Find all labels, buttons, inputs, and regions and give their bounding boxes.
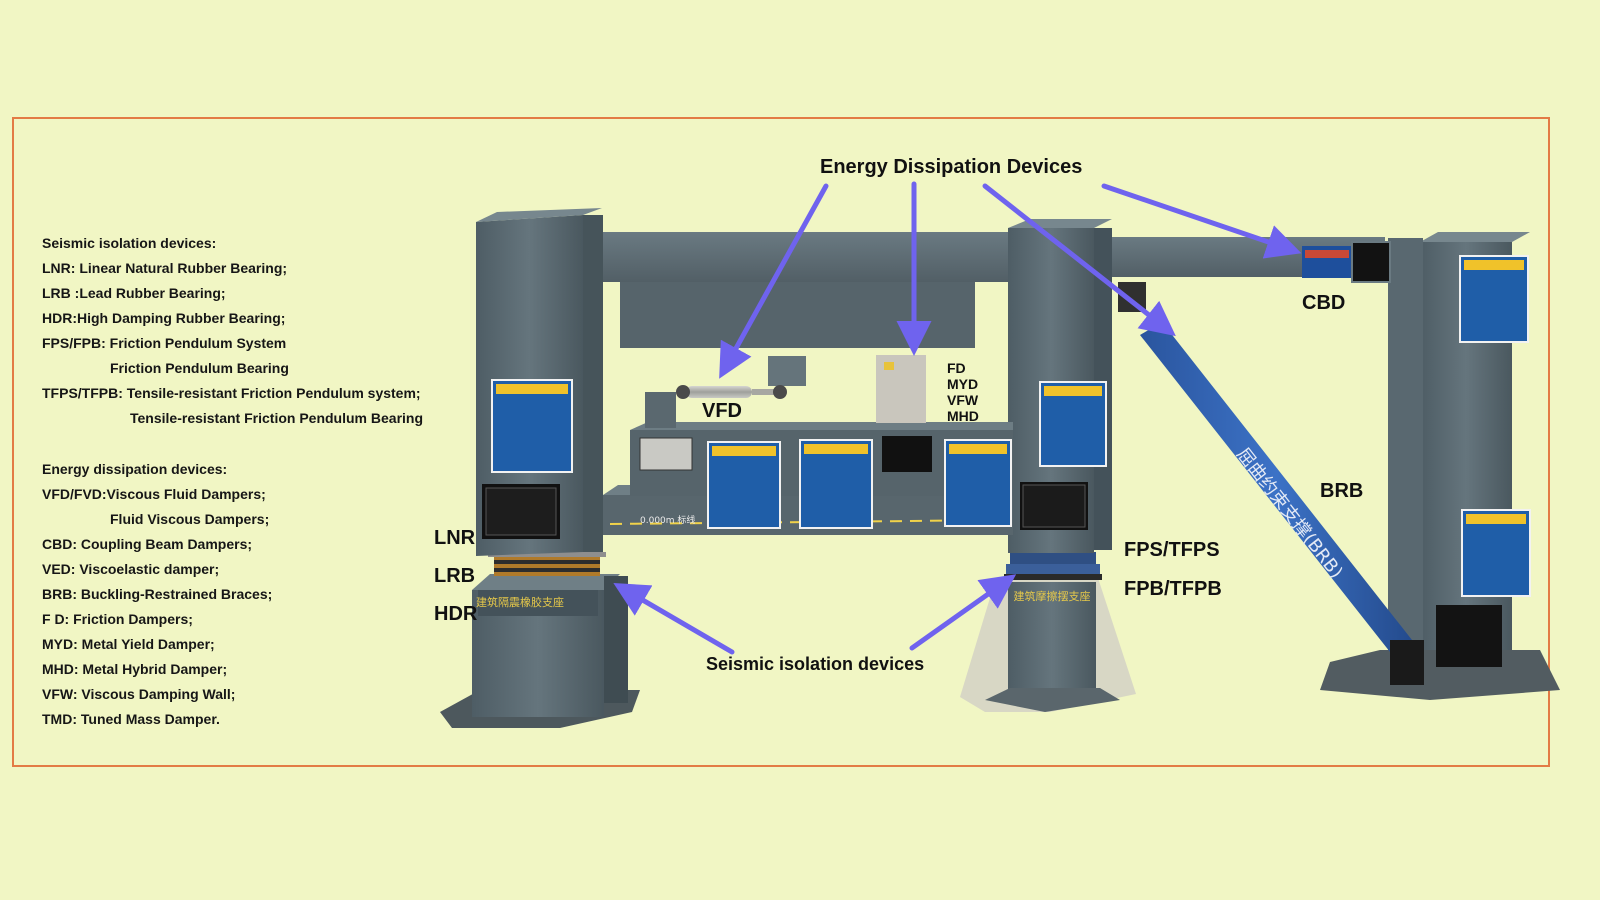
myd-label: MYD [947, 376, 979, 392]
brb-label: BRB [1320, 480, 1364, 502]
legend-item-fps-fpb: FPS/FPB: Friction Pendulum System [42, 335, 287, 351]
dissipation-heading: Energy dissipation devices: [42, 461, 228, 477]
legend-item-vfd: VFD/FVD:Viscous Fluid Dampers; [42, 486, 266, 502]
buckling-restrained-brace: 屈曲约束支撑(BRB) [1140, 322, 1424, 685]
legend-item-ved: VED: Viscoelastic damper; [42, 561, 220, 577]
fps-tfps-label: FPS/TFPS [1124, 539, 1220, 561]
arrow-to-brb [982, 183, 1176, 337]
legend-item-lrb: LRB :Lead Rubber Bearing; [42, 285, 226, 301]
arrows [613, 181, 1302, 655]
brace-cn-text: 屈曲约束支撑(BRB) [1232, 444, 1347, 582]
legend-item-lnr: LNR: Linear Natural Rubber Bearing; [42, 260, 288, 276]
vfw-label: VFW [947, 392, 979, 408]
left-base: 建筑隔震橡胶支座 [440, 574, 640, 728]
energy-dissipation-title: Energy Dissipation Devices [820, 156, 1083, 178]
legend-item-hdr: HDR:High Damping Rubber Bearing; [42, 310, 286, 326]
left-rubber-bearing [488, 552, 606, 576]
fd-label: FD [947, 360, 966, 376]
vfd-bracket [645, 356, 806, 428]
seismic-isolation-title: Seismic isolation devices [706, 654, 925, 674]
arrow-to-cbd [1101, 183, 1302, 259]
arrow-to-left-bearing [613, 582, 735, 655]
legend-item-vfw: VFW: Viscous Damping Wall; [42, 686, 236, 702]
legend-item-fd: F D: Friction Dampers; [42, 611, 193, 627]
mhd-label: MHD [947, 408, 979, 424]
diagram-frame [12, 117, 1550, 767]
lrb-label: LRB [434, 565, 476, 587]
legend-item-myd: MYD: Metal Yield Damper; [42, 636, 215, 652]
vfd-label: VFD [702, 400, 742, 422]
arrow-to-middle-bearing [909, 574, 1017, 651]
cbd-label: CBD [1302, 292, 1346, 314]
legend-item-tmd: TMD: Tuned Mass Damper. [42, 711, 220, 727]
info-panels [491, 255, 1531, 597]
top-beam [585, 232, 1385, 348]
legend-item-fpb-expansion: Friction Pendulum Bearing [110, 360, 289, 376]
fpb-tfpb-label: FPB/TFPB [1124, 578, 1222, 600]
legend-item-tfps-tfpb: TFPS/TFPB: Tensile-resistant Friction Pe… [42, 385, 421, 401]
arrow-to-vfd [719, 183, 829, 379]
viscous-fluid-damper [676, 385, 787, 399]
metal-damper-device [876, 355, 932, 472]
legend-item-mhd: MHD: Metal Hybrid Damper; [42, 661, 228, 677]
left-base-cn-text: 建筑隔震橡胶支座 [476, 595, 564, 609]
legend-item-fvd-expansion: Fluid Viscous Dampers; [110, 511, 270, 527]
middle-base: 建筑摩擦摆支座 [960, 578, 1136, 712]
isolation-heading: Seismic isolation devices: [42, 235, 217, 251]
level-mark-text: 0.000m 标线 [640, 514, 695, 526]
legend-item-cbd: CBD: Coupling Beam Dampers; [42, 536, 253, 552]
legend-item-brb: BRB: Buckling-Restrained Braces; [42, 586, 273, 602]
friction-pendulum-bearing [1004, 552, 1102, 580]
middle-base-cn-text: 建筑摩擦摆支座 [1014, 589, 1091, 603]
lnr-label: LNR [434, 527, 476, 549]
hdr-label: HDR [434, 603, 478, 625]
legend-item-tfpb-expansion: Tensile-resistant Friction Pendulum Bear… [130, 410, 424, 426]
